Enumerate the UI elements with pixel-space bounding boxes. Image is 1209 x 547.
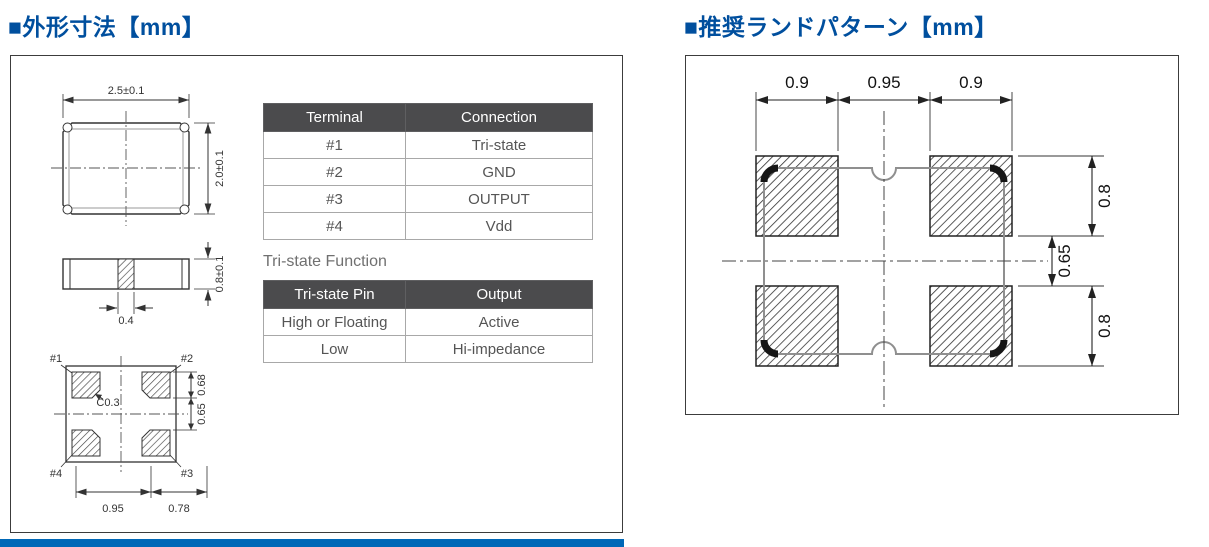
table-row: #4 Vdd: [263, 212, 593, 240]
pad-height-top-dim: 0.8: [1095, 184, 1114, 208]
terminal-table: Terminal Connection #1 Tri-state #2 GND …: [263, 103, 593, 240]
side-view: 0.4 0.8±0.1: [62, 242, 226, 327]
pin-label-1: #1: [50, 353, 62, 365]
castellation-notch: [62, 204, 73, 215]
top-view-width-dim: 2.5±0.1: [108, 85, 145, 97]
chamfer-callout: C0.3: [96, 397, 119, 409]
corner-mark: [760, 164, 779, 183]
pin-label-2: #2: [181, 353, 193, 365]
castellation-notch: [62, 122, 73, 133]
pad-2: [141, 371, 171, 399]
pad-width-dim: 0.78: [168, 503, 189, 515]
terminal-cell: #1: [263, 131, 406, 159]
corner-mark: [989, 164, 1008, 183]
land-pattern-drawing: 0.9 0.95 0.9 0.8 0.65 0.8: [722, 73, 1114, 408]
connection-cell: Vdd: [405, 212, 593, 240]
tristate-table-header-pin: Tri-state Pin: [263, 280, 406, 309]
connection-cell: OUTPUT: [405, 185, 593, 213]
pin-label-3: #3: [181, 468, 193, 480]
pad-height-bottom-dim: 0.8: [1095, 314, 1114, 338]
outline-panel: 2.5±0.1 2.0±0.1 0.4: [10, 55, 623, 533]
tristate-pin-cell: Low: [263, 335, 406, 363]
pad-gap-y-dim: 0.65: [1055, 244, 1074, 277]
side-view-pad-dim: 0.4: [118, 315, 133, 327]
bottom-accent-bar: [0, 539, 624, 547]
tristate-function-label: Tri-state Function: [263, 253, 387, 270]
table-row: #3 OUTPUT: [263, 185, 593, 213]
land-pattern-view: 0.9 0.95 0.9 0.8 0.65 0.8: [722, 73, 1114, 408]
land-pattern-panel: 0.9 0.95 0.9 0.8 0.65 0.8: [685, 55, 1179, 415]
corner-mark: [989, 339, 1008, 358]
corner-mark: [760, 339, 779, 358]
side-view-height-dim: 0.8±0.1: [214, 256, 226, 293]
terminal-cell: #2: [263, 158, 406, 186]
table-row: High or Floating Active: [263, 308, 593, 336]
table-row: Low Hi-impedance: [263, 335, 593, 363]
side-view-center-pad: [117, 258, 135, 290]
castellation-notch: [179, 122, 190, 133]
table-row: #1 Tri-state: [263, 131, 593, 159]
pad-gap-x-dim: 0.95: [867, 73, 900, 92]
tristate-table-header-output: Output: [405, 280, 593, 309]
castellation-notch: [179, 204, 190, 215]
pad-height-dim: 0.68: [196, 374, 208, 395]
tristate-pin-cell: High or Floating: [263, 308, 406, 336]
top-view-height-dim: 2.0±0.1: [214, 150, 226, 187]
pitch-x-dim: 0.95: [102, 503, 123, 515]
connection-cell: GND: [405, 158, 593, 186]
pad-4: [71, 429, 101, 457]
tristate-table: Tri-state Pin Output High or Floating Ac…: [263, 280, 593, 363]
pin-label-4: #4: [50, 468, 62, 480]
outline-drawing: 2.5±0.1 2.0±0.1 0.4: [50, 85, 226, 515]
tristate-output-cell: Active: [405, 308, 593, 336]
terminal-cell: #4: [263, 212, 406, 240]
land-pattern-section-title: ■推奨ランドパターン【mm】: [684, 14, 998, 40]
pad-width-right-dim: 0.9: [959, 73, 983, 92]
connection-cell: Tri-state: [405, 131, 593, 159]
pad-3: [141, 429, 171, 457]
table-row: #2 GND: [263, 158, 593, 186]
terminal-table-header-terminal: Terminal: [263, 103, 406, 132]
pad-width-left-dim: 0.9: [785, 73, 809, 92]
terminal-cell: #3: [263, 185, 406, 213]
pad-gap-dim: 0.65: [196, 403, 208, 424]
terminal-table-header-connection: Connection: [405, 103, 593, 132]
outline-section-title: ■外形寸法【mm】: [8, 14, 206, 40]
tristate-output-cell: Hi-impedance: [405, 335, 593, 363]
bottom-view: #1 #2 #4 #3 C0.3 0.68 0.65: [50, 353, 208, 515]
top-view: 2.5±0.1 2.0±0.1: [51, 85, 226, 226]
